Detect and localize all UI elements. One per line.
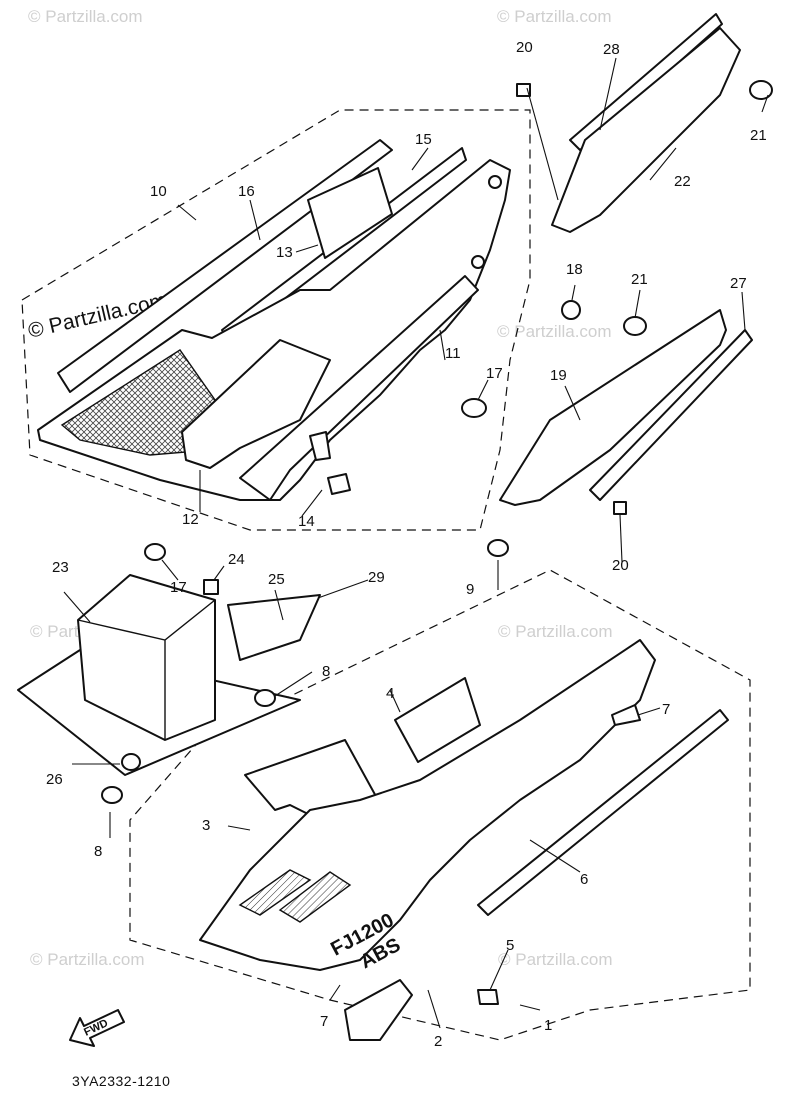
part-21-grommet xyxy=(749,80,773,100)
callout-10: 10 xyxy=(150,183,167,200)
part-1-vent xyxy=(238,869,312,916)
part-9-grommet xyxy=(487,539,509,557)
part-24-clip xyxy=(203,579,219,595)
callout-18: 18 xyxy=(566,261,583,278)
part-28-strip xyxy=(569,13,723,151)
part-18-grommet xyxy=(561,300,581,320)
callout-13: 13 xyxy=(276,244,293,261)
watermark-text: © Partzilla.com xyxy=(30,950,145,969)
callout-17: 17 xyxy=(486,365,503,382)
watermark-text: © Partzilla.com xyxy=(497,322,612,341)
callout-labels: 20 28 22 21 10 16 15 13 11 12 14 18 21 2… xyxy=(46,39,767,1050)
part-7-tab xyxy=(611,704,641,726)
callout-5: 5 xyxy=(506,937,514,954)
assembly-10-boundary xyxy=(21,109,531,531)
watermark-text: © Partzilla.com xyxy=(498,622,613,641)
part-17-grommet xyxy=(461,398,487,418)
part-17-grommet xyxy=(144,543,166,561)
part-5-clip xyxy=(477,989,499,1005)
part-19-cover xyxy=(499,309,727,506)
callout-3: 3 xyxy=(202,817,210,834)
part-20-screw xyxy=(613,501,627,515)
mount-tab xyxy=(471,255,485,269)
watermark-text: © Partzilla.com xyxy=(28,7,143,26)
part-1-vent xyxy=(278,871,352,923)
callout-17: 17 xyxy=(170,579,187,596)
part-13-pad xyxy=(307,167,393,259)
callout-7: 7 xyxy=(662,701,670,718)
callout-1: 1 xyxy=(544,1017,552,1034)
watermark-text: © Partzilla.com xyxy=(498,950,613,969)
mount-tab xyxy=(488,175,502,189)
diagram-code: 3YA2332-1210 xyxy=(72,1073,170,1089)
part-14-clip xyxy=(327,473,351,495)
callout-21: 21 xyxy=(750,127,767,144)
side-cover-lower-assembly: FJ1200 ABS xyxy=(101,539,729,1041)
callout-14: 14 xyxy=(298,513,315,530)
part-8-grommet xyxy=(254,689,276,707)
callout-21: 21 xyxy=(631,271,648,288)
callout-26: 26 xyxy=(46,771,63,788)
side-cover-upper-assembly xyxy=(37,139,511,501)
part-12-pad xyxy=(181,339,331,469)
callout-25: 25 xyxy=(268,571,285,588)
part-20-screw xyxy=(516,83,531,97)
part-21-grommet xyxy=(623,316,647,336)
callout-19: 19 xyxy=(550,367,567,384)
callout-28: 28 xyxy=(603,41,620,58)
callout-29: 29 xyxy=(368,569,385,586)
battery-box-assembly xyxy=(17,543,321,776)
callout-7: 7 xyxy=(320,1013,328,1030)
box-edges xyxy=(77,599,216,740)
callout-12: 12 xyxy=(182,511,199,528)
part-22-cover xyxy=(551,27,741,233)
callout-8: 8 xyxy=(322,663,330,680)
callout-24: 24 xyxy=(228,551,245,568)
callout-8: 8 xyxy=(94,843,102,860)
callout-11: 11 xyxy=(445,345,461,362)
part-4-pad xyxy=(394,677,481,763)
callout-4: 4 xyxy=(386,685,394,702)
callout-6: 6 xyxy=(580,871,588,888)
part-8-grommet xyxy=(101,786,123,804)
part-26-grommet xyxy=(121,753,141,771)
callout-20: 20 xyxy=(612,557,629,574)
part-2-cover xyxy=(344,979,413,1041)
callout-2: 2 xyxy=(434,1033,442,1050)
fwd-arrow: FWD xyxy=(69,1009,125,1047)
callout-9: 9 xyxy=(466,581,474,598)
part-27-strip xyxy=(589,329,753,501)
part-29-bracket xyxy=(227,594,321,661)
part-11-strip xyxy=(239,275,479,501)
watermark-text: © Partzilla.com xyxy=(497,7,612,26)
callout-22: 22 xyxy=(674,173,691,190)
callout-15: 15 xyxy=(415,131,432,148)
part-14-clip xyxy=(309,431,331,461)
callout-23: 23 xyxy=(52,559,69,576)
assembly-1-boundary xyxy=(129,569,751,1041)
callout-27: 27 xyxy=(730,275,747,292)
callout-16: 16 xyxy=(238,183,255,200)
part-23-box xyxy=(77,574,216,741)
leader-lines xyxy=(63,57,769,1029)
part-6-strip xyxy=(477,709,729,916)
callout-20: 20 xyxy=(516,39,533,56)
